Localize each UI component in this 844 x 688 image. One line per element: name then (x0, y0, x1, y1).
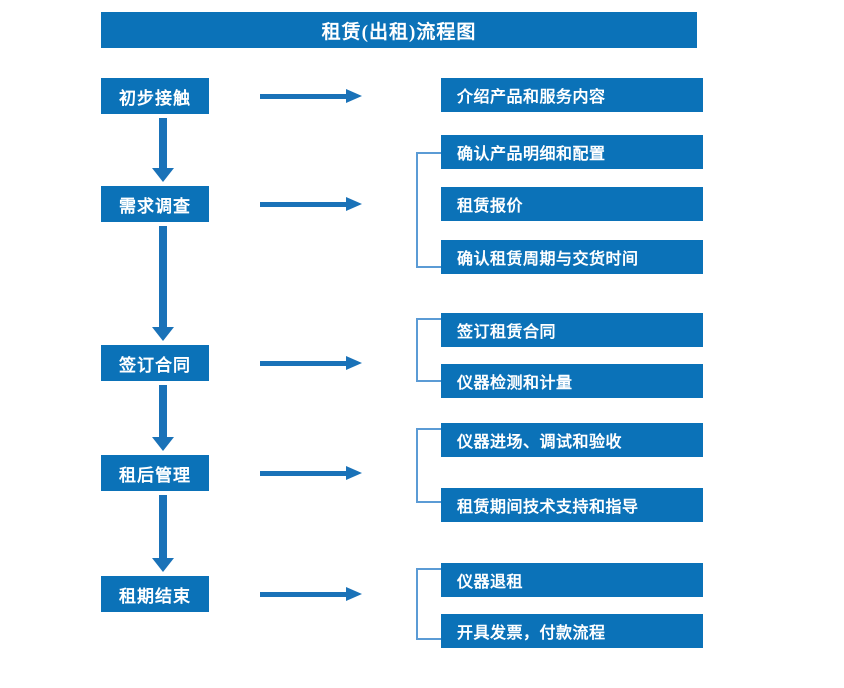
arrow-right-post-rental-management (260, 465, 364, 481)
bracket-lease-end-group (416, 568, 441, 640)
bracket-post-rental-group (416, 428, 441, 503)
stage-box-post-rental-management[interactable]: 租后管理 (101, 455, 209, 491)
stage-box-demand-survey[interactable]: 需求调查 (101, 186, 209, 222)
flowchart-title: 租赁(出租)流程图 (101, 12, 697, 48)
detail-box-instrument-return[interactable]: 仪器退租 (441, 563, 703, 597)
arrow-right-initial-contact (260, 88, 364, 104)
detail-box-invoice-payment[interactable]: 开具发票，付款流程 (441, 614, 703, 648)
detail-box-instrument-entry-commission[interactable]: 仪器进场、调试和验收 (441, 423, 703, 457)
detail-box-technical-support[interactable]: 租赁期间技术支持和指导 (441, 488, 703, 522)
detail-box-instrument-inspection[interactable]: 仪器检测和计量 (441, 364, 703, 398)
bracket-sign-contract-group (416, 318, 441, 382)
stage-box-sign-contract[interactable]: 签订合同 (101, 345, 209, 381)
stage-box-lease-end[interactable]: 租期结束 (101, 576, 209, 612)
detail-box-introduce-products[interactable]: 介绍产品和服务内容 (441, 78, 703, 112)
arrow-down-demand-to-contract (152, 226, 174, 341)
detail-box-rental-quotation[interactable]: 租赁报价 (441, 187, 703, 221)
detail-box-confirm-product-config[interactable]: 确认产品明细和配置 (441, 135, 703, 169)
arrow-right-sign-contract (260, 355, 364, 371)
bracket-demand-survey-group (416, 152, 441, 268)
arrow-right-demand-survey (260, 196, 364, 212)
stage-box-initial-contact[interactable]: 初步接触 (101, 78, 209, 114)
arrow-down-contract-to-management (152, 385, 174, 451)
arrow-right-lease-end (260, 586, 364, 602)
arrow-down-initial-to-demand (152, 118, 174, 182)
arrow-down-management-to-lease-end (152, 495, 174, 572)
detail-box-sign-lease-agreement[interactable]: 签订租赁合同 (441, 313, 703, 347)
detail-box-confirm-lease-period[interactable]: 确认租赁周期与交货时间 (441, 240, 703, 274)
